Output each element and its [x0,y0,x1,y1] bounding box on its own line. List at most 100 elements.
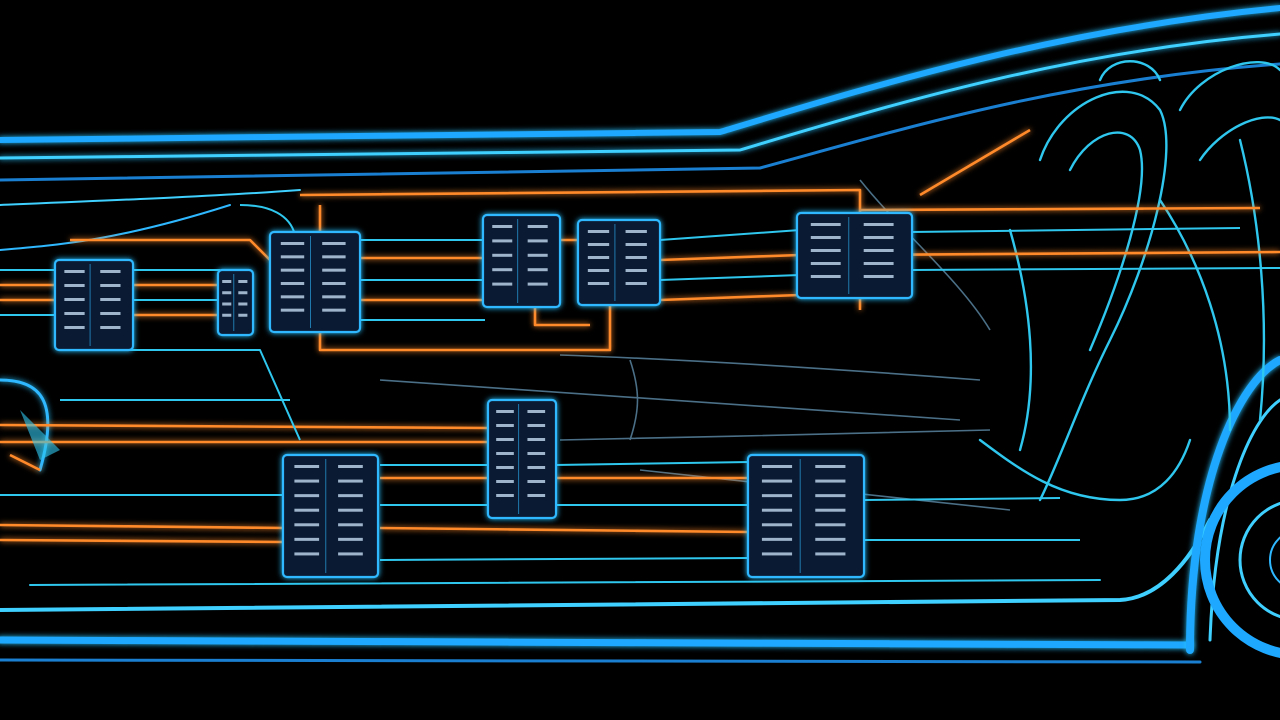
hood-line [0,189,301,206]
module-pin-mark [322,242,346,245]
module-pin-mark [761,465,793,468]
module-pin-mark [238,291,248,295]
headrest [1098,60,1162,82]
module-pin-mark [338,523,363,527]
wire-low-1 [0,423,491,430]
module-pin-mark [100,298,121,301]
module-pin-mark [492,253,513,257]
module-pin-mark [527,466,546,469]
wheel-icon [1200,462,1280,658]
wire-low-8 [9,453,41,472]
module-pin-mark [815,508,846,512]
seat-side-3 [1238,138,1266,422]
module-pin-mark [338,494,363,498]
module-pin-mark [100,326,121,329]
cwire-10 [909,227,1241,233]
module-pin-mark [815,494,846,498]
module-pin-mark [625,282,647,285]
module-pin-mark [527,480,546,483]
module-pin-mark [222,302,232,306]
ecu-upper-right [795,211,914,300]
module-pin-mark [815,537,846,541]
ecu-lower-left [281,453,380,579]
module-pin-mark [294,537,320,541]
module-pin-mark [338,537,363,541]
module-pin-mark [496,424,514,427]
ecu-module-icon [216,268,255,337]
module-pin-mark [527,282,548,286]
module-pin-mark [810,275,841,278]
seat-cushion-front [978,438,1192,502]
wire-low-7 [0,538,286,544]
cyan-wiring [0,204,1280,561]
ecu-upper-a [268,230,362,334]
seat-back-rear [1178,60,1280,112]
module-pin-mark [527,253,548,257]
module-pin-mark [810,262,841,265]
module-pin-mark [238,302,248,306]
console-line [629,359,639,441]
module-pin-mark [625,230,647,233]
tire [1200,462,1280,658]
module-pin-mark [338,465,363,468]
headlight-detail [20,410,60,460]
orange-wiring [0,128,1280,544]
module-pin-mark [587,230,610,233]
module-pin-mark [492,239,513,243]
cwire-11 [909,267,1280,271]
floor-line [29,579,1101,586]
ecu-front-small [216,268,255,337]
module-pin-mark [64,312,85,315]
module-pin-mark [761,479,793,483]
module-pin-mark [322,282,346,285]
module-pin-mark [496,466,514,469]
module-pin-mark [527,424,546,427]
door-line-1 [379,379,961,421]
module-pin-mark [294,465,320,468]
module-pin-mark [587,269,610,272]
seat-outline-icon [978,60,1280,502]
wire-low-3 [0,523,286,530]
module-pin-mark [815,479,846,483]
module-pin-mark [280,242,305,245]
rim [1238,501,1280,619]
module-pin-mark [587,243,610,246]
module-pin-mark [280,308,305,312]
module-pin-mark [64,298,85,301]
module-pin-mark [496,452,514,455]
wire-low-4 [379,526,751,534]
wire-mid-6 [533,300,590,327]
module-pin-mark [863,223,894,226]
module-pin-mark [527,494,546,497]
module-pin-mark [238,313,248,317]
module-pin-mark [496,438,514,441]
module-pin-mark [100,284,121,287]
ecu-module-icon [481,213,562,309]
module-pin-mark [863,275,894,278]
module-pin-mark [810,249,841,252]
ecu-module-icon [486,398,558,520]
module-pin-mark [64,270,85,273]
cwire-18 [864,497,1061,501]
module-pin-mark [322,295,346,299]
module-pin-mark [64,326,85,329]
ecu-front-left [53,258,135,352]
module-pin-mark [222,313,232,317]
module-pin-mark [222,291,232,295]
module-pin-mark [322,255,346,259]
seat-side-2 [1158,198,1232,432]
module-pin-mark [496,480,514,483]
ecu-module-icon [746,453,866,579]
module-pin-mark [810,223,841,226]
module-pin-mark [294,494,320,498]
module-pin-mark [527,452,546,455]
module-pin-mark [863,249,894,252]
module-pin-mark [492,225,513,228]
module-pin-mark [587,282,610,285]
module-pin-mark [338,479,363,483]
module-pin-mark [100,270,121,273]
wire-mid-4 [659,253,801,262]
module-pin-mark [761,508,793,512]
wire-top-4 [859,250,1280,257]
